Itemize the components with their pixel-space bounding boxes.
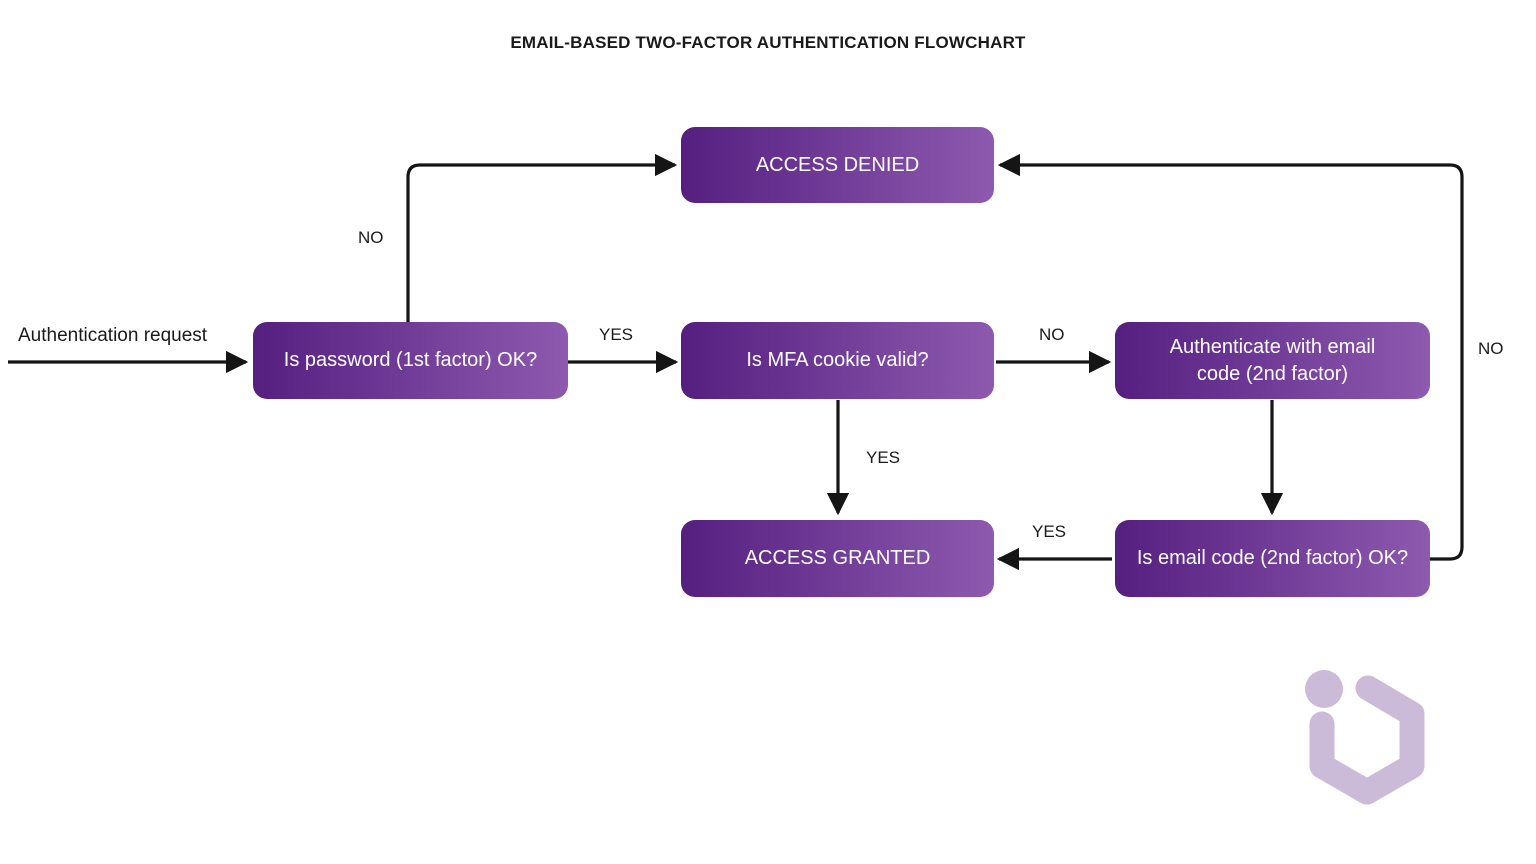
edge-label-cookie-yes-text: YES <box>866 448 901 467</box>
edge-label-emailok-no-text: NO <box>1478 339 1504 358</box>
entry-label-text: Authentication request <box>18 325 208 346</box>
node-is-email-code-ok-label: Is email code (2nd factor) OK? <box>1136 547 1409 569</box>
node-authenticate-with-email-code[interactable]: Authenticate with email code (2nd factor… <box>1115 322 1430 399</box>
edge-label-emailok-yes: YES <box>1032 522 1066 542</box>
node-is-mfa-cookie-valid[interactable]: Is MFA cookie valid? <box>681 322 994 399</box>
edge-label-emailok-no: NO <box>1478 339 1504 359</box>
node-authenticate-line1: Authenticate with email <box>1169 335 1376 358</box>
node-is-password-ok[interactable]: Is password (1st factor) OK? <box>253 322 568 399</box>
edge-label-emailok-yes-text: YES <box>1032 522 1067 541</box>
edge-label-password-no: NO <box>358 228 384 248</box>
edge-label-password-yes-text: YES <box>599 325 634 344</box>
node-is-email-code-ok[interactable]: Is email code (2nd factor) OK? <box>1115 520 1430 597</box>
page-title: EMAIL-BASED TWO-FACTOR AUTHENTICATION FL… <box>510 33 1026 52</box>
node-access-denied[interactable]: ACCESS DENIED <box>681 127 994 203</box>
node-access-denied-label: ACCESS DENIED <box>755 153 920 176</box>
logo-hexagon-icon <box>1309 675 1425 805</box>
edge-label-cookie-yes: YES <box>866 448 900 468</box>
entry-label-authentication-request: Authentication request <box>18 325 207 347</box>
edge-label-password-yes: YES <box>599 325 633 345</box>
logo-dot-icon <box>1305 670 1343 708</box>
edge-emailok-no-to-denied <box>997 153 1464 561</box>
edge-label-password-no-text: NO <box>358 228 384 247</box>
node-is-mfa-cookie-valid-label: Is MFA cookie valid? <box>746 349 929 371</box>
node-authenticate-line2: code (2nd factor) <box>1196 362 1349 385</box>
edge-password-no-to-denied <box>406 153 678 322</box>
edge-label-cookie-no: NO <box>1039 325 1065 345</box>
edge-label-cookie-no-text: NO <box>1039 325 1065 344</box>
node-access-granted[interactable]: ACCESS GRANTED <box>681 520 994 597</box>
brand-logo <box>1305 670 1425 805</box>
node-access-granted-label: ACCESS GRANTED <box>744 547 931 569</box>
node-is-password-ok-label: Is password (1st factor) OK? <box>283 349 538 371</box>
